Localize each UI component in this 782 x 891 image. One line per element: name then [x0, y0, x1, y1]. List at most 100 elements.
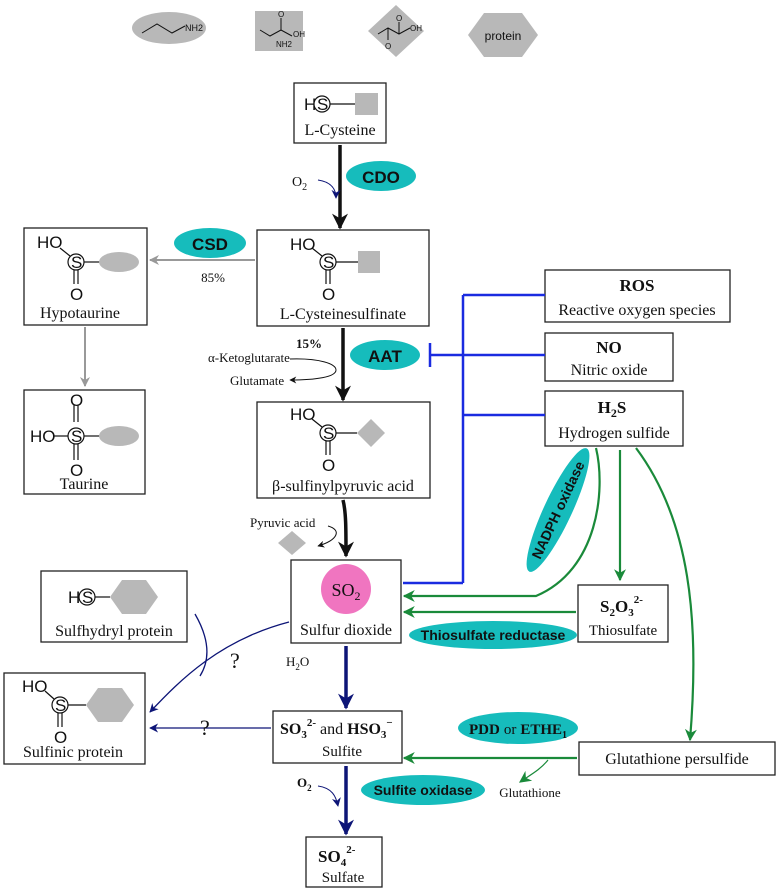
atom-h: H: [304, 95, 316, 114]
csd-label: CSD: [192, 235, 228, 254]
csd-enzyme: CSD: [174, 228, 246, 258]
legend: NH2 OH O NH2 OH O O protein: [132, 5, 538, 57]
sulfhydryl-protein-node: H S Sulfhydryl protein: [40, 570, 188, 643]
atom-ho: HO: [37, 233, 63, 252]
atom-o-bottom: O: [70, 461, 83, 480]
legend-amine-label: NH2: [185, 23, 203, 33]
legend-amino-o: O: [278, 10, 284, 19]
legend-amino-nh2: NH2: [276, 40, 293, 49]
sulfinic-protein-label: Sulfinic protein: [23, 744, 123, 761]
desulfination-arrow: [337, 499, 354, 558]
question-mark-2: ?: [200, 715, 210, 740]
cysteinesulfinate-node: HO S O L-Cysteinesulfinate: [256, 229, 430, 327]
pct-15: 15%: [296, 336, 322, 351]
ros-label: Reactive oxygen species: [558, 302, 715, 319]
ros-title: ROS: [620, 276, 655, 295]
aat-label: AAT: [368, 347, 402, 366]
taurine-node: O HO S O Taurine: [23, 389, 146, 495]
atom-o: O: [322, 456, 335, 475]
hypotaurine-label: Hypotaurine: [40, 305, 120, 322]
atom-s: S: [55, 696, 66, 715]
atom-o: O: [54, 728, 67, 747]
green-paths: [402, 447, 697, 764]
legend-keto-oh: OH: [410, 24, 422, 33]
thiosulfate-reductase-label: Thiosulfate reductase: [421, 627, 566, 643]
sulfite-label: Sulfite: [322, 744, 362, 760]
sulfinylpyruvic-label: β-sulfinylpyruvic acid: [272, 478, 414, 495]
atom-ho: HO: [290, 235, 316, 254]
sulfate-node: SO42- Sulfate: [305, 836, 383, 888]
atom-s: S: [317, 95, 328, 114]
atom-s: S: [82, 588, 93, 607]
o2-bottom-label: O2: [297, 775, 312, 793]
no-node: NO Nitric oxide: [544, 332, 674, 382]
cdo-enzyme: CDO: [346, 161, 416, 191]
atom-h: H: [68, 588, 80, 607]
sulfate-label: Sulfate: [322, 870, 365, 886]
pyruvic-acid-label: Pyruvic acid: [250, 515, 316, 530]
cdo-label: CDO: [362, 168, 400, 187]
atom-ho: HO: [22, 677, 48, 696]
atom-s: S: [323, 253, 334, 272]
atom-o: O: [70, 285, 83, 304]
glutamate-label: Glutamate: [230, 373, 284, 388]
nadph-enzyme: NADPH oxidase: [526, 448, 590, 572]
atom-s: S: [71, 427, 82, 446]
sulfhydryl-protein-label: Sulfhydryl protein: [55, 623, 173, 640]
legend-protein-label: protein: [485, 29, 522, 43]
atom-o: O: [322, 285, 335, 304]
taurine-label: Taurine: [60, 476, 109, 493]
atom-ho: HO: [30, 427, 56, 446]
atom-s: S: [323, 424, 334, 443]
legend-keto-acid: OH O O: [368, 5, 424, 57]
no-label: Nitric oxide: [571, 362, 648, 379]
so2-label: Sulfur dioxide: [300, 622, 392, 639]
hypotaurine-node: HO S O Hypotaurine: [23, 227, 148, 326]
legend-protein: protein: [468, 13, 538, 57]
sulfate-formula: SO42-: [318, 844, 356, 869]
pct-85: 85%: [201, 270, 225, 285]
thiosulfate-formula: S2O32-: [600, 594, 643, 619]
nadph-label: NADPH oxidase: [528, 458, 587, 561]
ros-node: ROS Reactive oxygen species: [544, 269, 731, 323]
legend-amino-oh: OH: [293, 30, 305, 39]
h2o-label: H2O: [286, 654, 309, 672]
cysteine-label: L-Cysteine: [304, 122, 375, 139]
h2s-node: H2S Hydrogen sulfide: [544, 390, 684, 447]
sulfite-oxidase-enzyme: Sulfite oxidase: [361, 775, 485, 805]
h2s-title: H2S: [598, 398, 627, 420]
o2-top-label: O2: [292, 175, 307, 193]
sulfite-oxidase-label: Sulfite oxidase: [374, 782, 473, 798]
atom-ho: HO: [290, 405, 316, 424]
glutathione-persulfide-label: Glutathione persulfide: [605, 751, 749, 768]
ketoglutarate-label: α-Ketoglutarate: [208, 350, 290, 365]
cysteine-node: H S L-Cysteine: [293, 82, 387, 144]
so2-node: SO2 Sulfur dioxide: [290, 559, 402, 644]
no-title: NO: [596, 338, 622, 357]
legend-keto-o2: O: [385, 42, 391, 51]
thiosulfate-label: Thiosulfate: [589, 623, 658, 639]
legend-amino-acid: OH O NH2: [255, 10, 305, 51]
sulfinic-protein-node: HO S O Sulfinic protein: [3, 672, 146, 765]
atom-s: S: [71, 253, 82, 272]
pyruvate-shape: [278, 531, 306, 555]
glutathione-label: Glutathione: [499, 785, 561, 800]
legend-keto-o1: O: [396, 14, 402, 23]
atom-o-top: O: [70, 391, 83, 410]
h2s-label: Hydrogen sulfide: [558, 425, 670, 442]
thiosulfate-node: S2O32- Thiosulfate: [577, 584, 669, 643]
inhibition-lines: [403, 293, 545, 585]
sulfinylpyruvic-node: HO S O β-sulfinylpyruvic acid: [256, 401, 431, 499]
glutathione-persulfide-node: Glutathione persulfide: [578, 741, 776, 776]
so2-formula: SO2: [331, 580, 360, 603]
legend-amine: NH2: [132, 12, 206, 44]
question-mark-1: ?: [230, 648, 240, 673]
thiosulfate-reductase-enzyme: Thiosulfate reductase: [409, 621, 577, 649]
cysteinesulfinate-label: L-Cysteinesulfinate: [280, 306, 406, 323]
